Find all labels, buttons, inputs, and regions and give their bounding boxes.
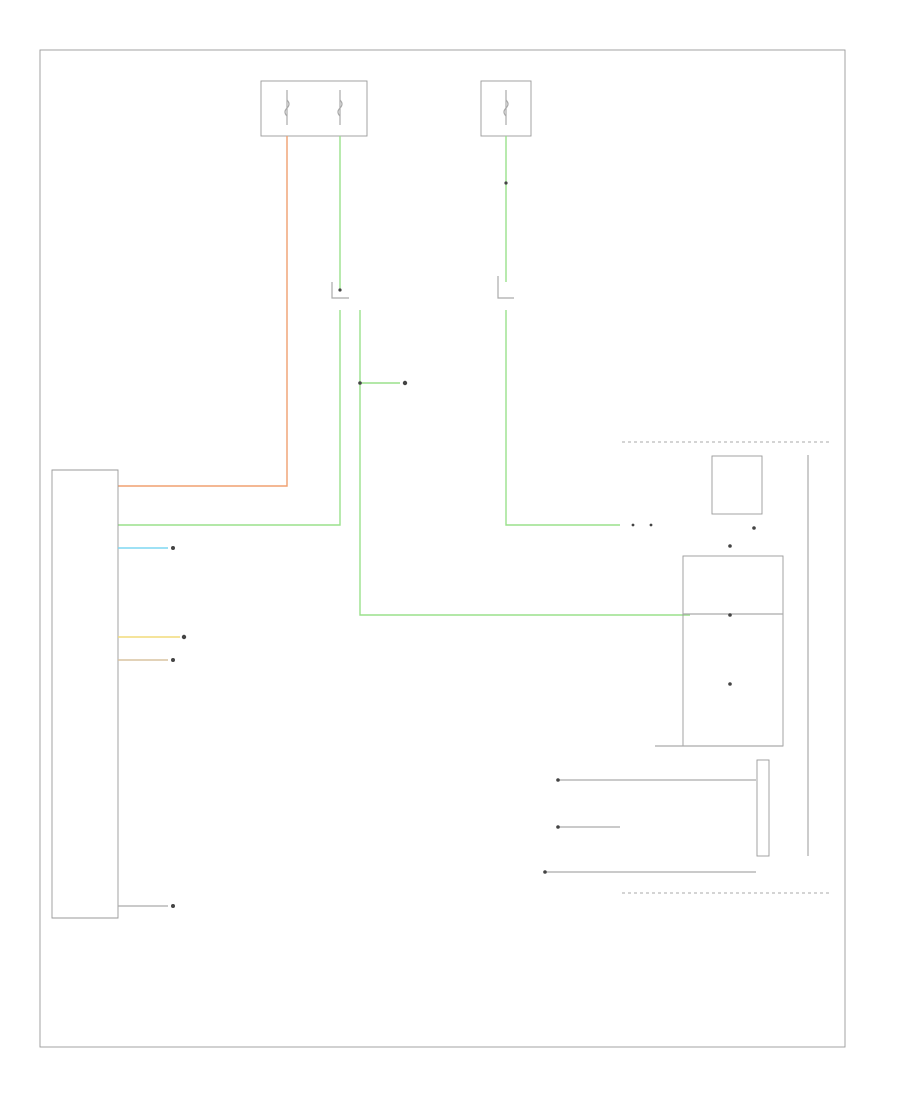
connector-dot-right: [504, 181, 508, 185]
right-unit: [655, 455, 784, 857]
splice-dot: [358, 381, 362, 385]
right-unit-main-box: [682, 555, 784, 747]
tan-terminal: [171, 658, 175, 662]
fuse-left-symbol: [284, 99, 290, 117]
connector-dot-b: [649, 523, 653, 527]
right-unit-pin-4: [728, 682, 732, 686]
control-module-outline: [51, 469, 119, 919]
right-unit-pin-2: [728, 544, 732, 548]
relay-left-contact: [331, 282, 349, 299]
right-unit-top-box: [711, 455, 763, 515]
gray-terminal: [171, 904, 175, 908]
green-wire-module: [118, 310, 341, 526]
relay-right-contact: [497, 276, 514, 299]
relay-left: [331, 282, 349, 299]
green-wire-right-lower: [505, 310, 620, 526]
fuse-box-right: [480, 80, 532, 137]
ground-dot: [402, 380, 408, 386]
right-unit-pin-1: [752, 526, 756, 530]
orange-wire: [118, 136, 288, 487]
cyan-terminal: [171, 546, 175, 550]
yellow-terminal: [181, 634, 187, 640]
relay-left-node: [338, 288, 342, 292]
green-wire-lower: [359, 310, 690, 616]
relay-right: [497, 276, 514, 299]
connector-dot-a: [631, 523, 635, 527]
fuse-right-symbol: [337, 99, 343, 117]
right-unit-pin-3: [728, 613, 732, 617]
diagram-frame: [39, 49, 846, 1048]
control-module: [51, 469, 119, 919]
lower-right-dot-3: [543, 870, 547, 874]
lower-right-dot-2: [556, 825, 560, 829]
fuse-box-right-symbol: [503, 99, 509, 117]
right-unit-connector: [756, 759, 770, 857]
lower-right-dot-1: [556, 778, 560, 782]
fuse-box-left: [260, 80, 368, 137]
fuse-box-left-outline: [260, 80, 368, 137]
